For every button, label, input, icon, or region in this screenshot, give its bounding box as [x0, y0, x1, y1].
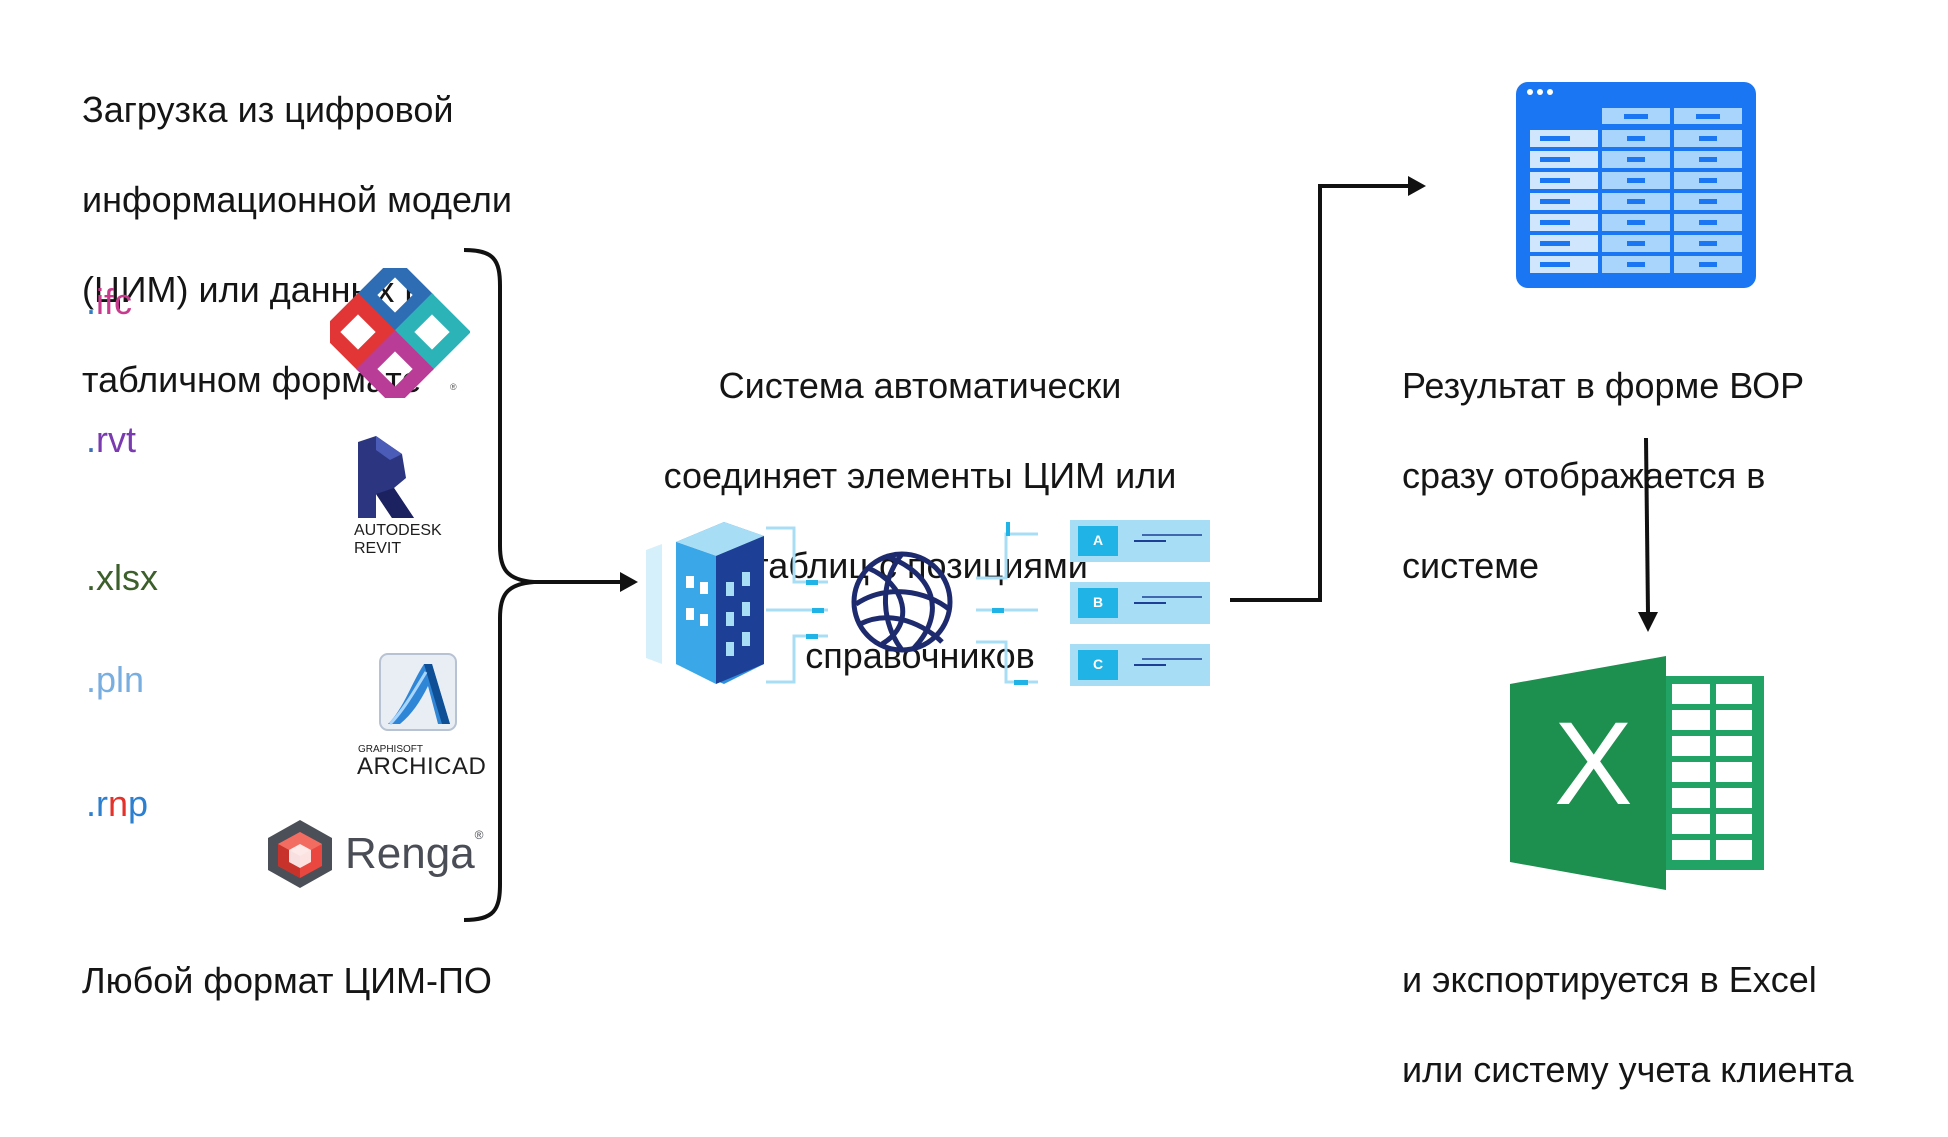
source-heading-line: информационной модели	[82, 179, 512, 220]
format-name: rvt	[96, 419, 137, 460]
excel-logo-icon: X	[1510, 656, 1764, 890]
merge-brace	[462, 246, 642, 924]
table-cells	[1602, 108, 1742, 124]
format-name: r	[96, 783, 109, 824]
result-table-icon	[1512, 78, 1760, 292]
result-description-line: сразу отображается в	[1402, 455, 1766, 496]
table-cell-mark	[1627, 199, 1645, 204]
table-cell-mark	[1540, 136, 1570, 141]
table-cell-mark	[1699, 241, 1717, 246]
format-name: ifc	[96, 281, 133, 322]
table-cell-mark	[1627, 136, 1645, 141]
excel-icon: X	[1506, 654, 1768, 892]
integration-illustration-icon	[646, 520, 1210, 686]
archicad-caption: ARCHICAD	[357, 753, 487, 780]
archicad-icon	[379, 653, 457, 731]
revit-logo: AUTODESK REVIT	[350, 432, 490, 557]
export-description-line: или систему учета клиента	[1402, 1049, 1854, 1090]
system-description-line: Система автоматически	[718, 365, 1122, 406]
integration-illustration: A B C	[646, 514, 1226, 694]
table-cell-mark	[1540, 178, 1570, 183]
renga-caption: Renga	[345, 829, 475, 878]
reference-list	[1070, 520, 1210, 686]
reference-item-label: A	[1092, 532, 1104, 548]
table-cell-mark	[1699, 199, 1717, 204]
format-pln: .pln	[86, 660, 144, 700]
format-rnp: .rnp	[86, 784, 148, 824]
merge-brace-icon	[463, 248, 638, 922]
to-export-arrow-icon	[1638, 437, 1658, 632]
table-cell-mark	[1540, 262, 1570, 267]
svg-text:®: ®	[450, 382, 457, 392]
table-cell-mark	[1627, 220, 1645, 225]
renga-registered: ®	[474, 828, 484, 842]
revit-r-icon	[358, 436, 414, 518]
source-heading: Загрузка из цифровой информационной моде…	[82, 42, 512, 447]
format-name: pln	[96, 659, 145, 700]
table-cell-mark	[1627, 241, 1645, 246]
format-name-part: n	[108, 783, 129, 824]
to-result-arrow	[1228, 176, 1428, 610]
result-description-line: системе	[1402, 545, 1539, 586]
format-dot: .	[86, 281, 97, 322]
reference-item-label: B	[1092, 594, 1104, 610]
archicad-small-caption: GRAPHISOFT	[358, 744, 424, 755]
table-cell-mark	[1540, 157, 1570, 162]
source-heading-line: Загрузка из цифровой	[82, 89, 454, 130]
export-description: и экспортируется в Excel или систему уче…	[1402, 912, 1854, 1137]
renga-logo: Renga ®	[265, 814, 485, 894]
table-cell-mark	[1699, 178, 1717, 183]
format-name-part: p	[128, 783, 149, 824]
source-footer: Любой формат ЦИМ-ПО	[82, 960, 492, 1001]
ifc-logo-icon: ®	[330, 268, 470, 398]
format-dot: .	[86, 783, 97, 824]
globe-icon	[851, 551, 953, 653]
table-cell-mark	[1540, 241, 1570, 246]
export-description-line: и экспортируется в Excel	[1402, 959, 1817, 1000]
table-cell-mark	[1699, 262, 1717, 267]
svg-text:X: X	[1554, 698, 1633, 830]
ifc-logo: ®	[330, 268, 470, 398]
table-cell-mark	[1627, 157, 1645, 162]
format-dot: .	[86, 659, 97, 700]
source-heading-line: табличном формате	[82, 359, 422, 400]
format-ifc: .ifc	[86, 282, 132, 322]
to-result-arrow-icon	[1230, 176, 1426, 602]
result-description: Результат в форме ВОР сразу отображается…	[1402, 318, 1804, 633]
reference-item-label: C	[1092, 656, 1104, 672]
format-name: xlsx	[96, 557, 159, 598]
table-cell-mark	[1540, 199, 1570, 204]
table-cell-mark	[1627, 178, 1645, 183]
table-cell-mark	[1627, 262, 1645, 267]
table-icon	[1516, 82, 1756, 288]
system-description-line: соединяет элементы ЦИМ или	[663, 455, 1177, 496]
to-export-arrow	[1632, 436, 1662, 636]
format-dot: .	[86, 419, 97, 460]
result-description-line: Результат в форме ВОР	[1402, 365, 1805, 406]
building-icon	[646, 522, 764, 684]
format-xlsx: .xlsx	[86, 558, 158, 598]
table-cell-mark	[1699, 220, 1717, 225]
format-rvt: .rvt	[86, 420, 136, 460]
archicad-logo: GRAPHISOFT ARCHICAD	[352, 652, 492, 792]
table-cell-mark	[1540, 220, 1570, 225]
renga-cube-icon	[268, 820, 332, 888]
table-cell-mark	[1699, 157, 1717, 162]
format-dot: .	[86, 557, 97, 598]
revit-caption: AUTODESK REVIT	[354, 522, 442, 557]
table-cell-mark	[1699, 136, 1717, 141]
